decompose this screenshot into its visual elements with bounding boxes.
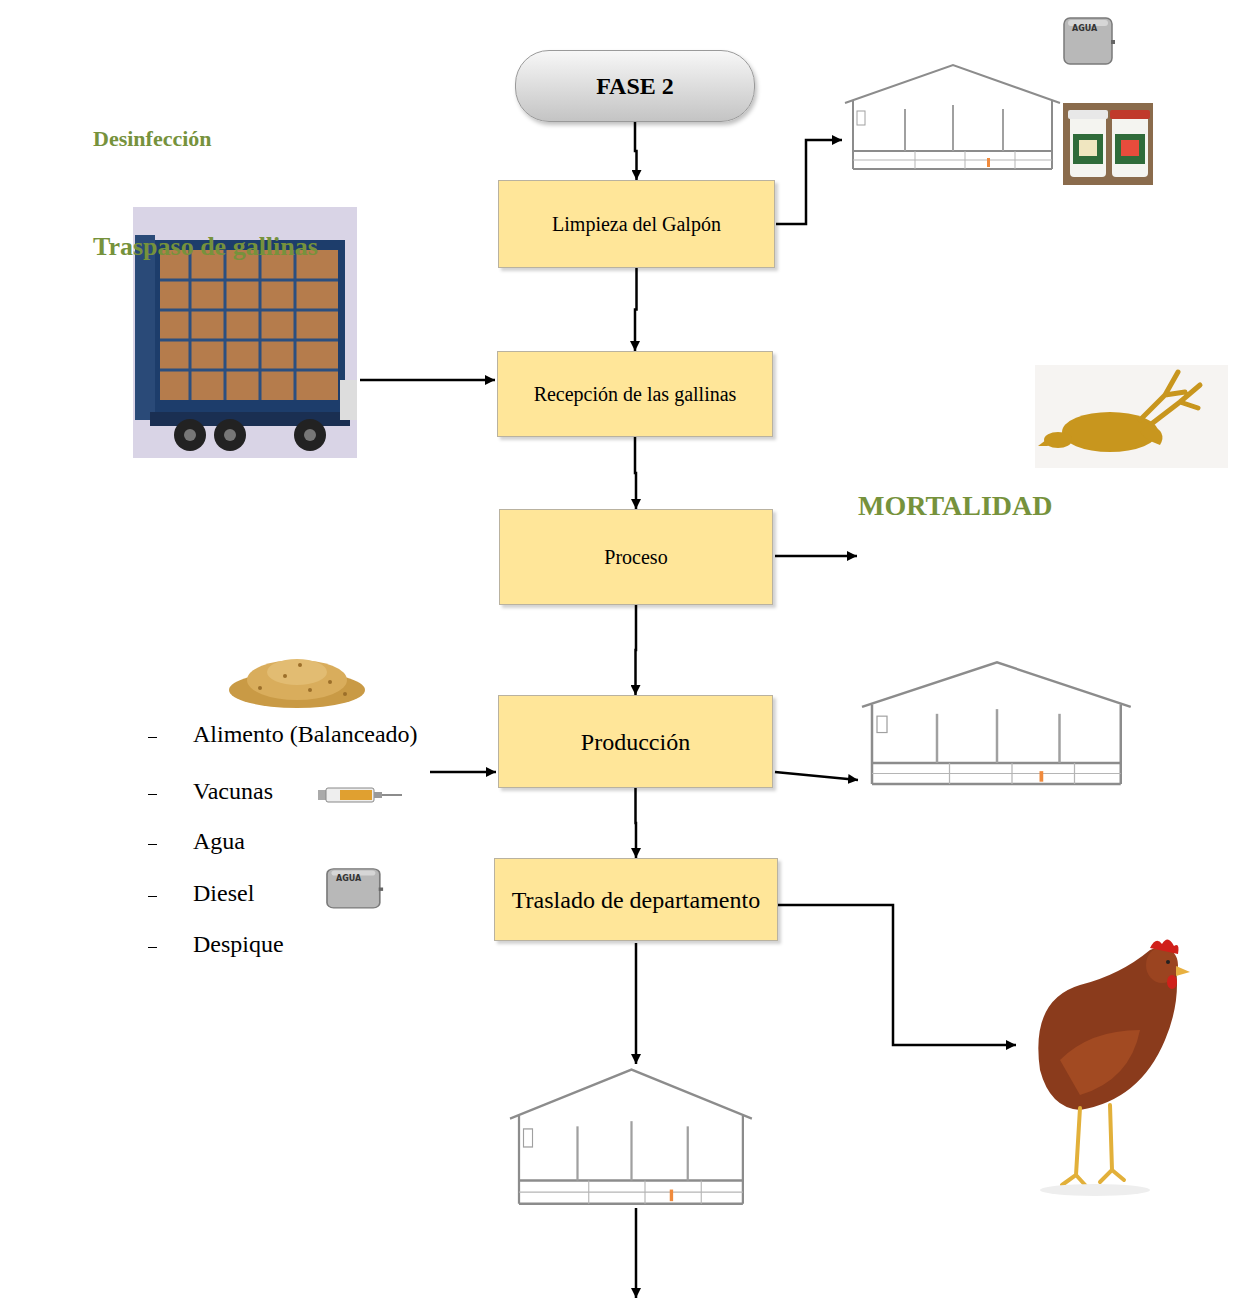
section-label: Desinfección — [93, 126, 212, 151]
node-text: Recepción de las gallinas — [534, 382, 737, 407]
list-bullet — [148, 896, 157, 897]
input-item: Alimento (Balanceado) — [193, 721, 418, 749]
output-label: MORTALIDAD — [858, 490, 1053, 522]
tank-label: AGUA — [1072, 24, 1097, 33]
process-box: Limpieza del Galpón — [498, 180, 775, 268]
syringe-icon — [318, 788, 402, 802]
galpon-illustration — [845, 65, 1060, 169]
section-label: Traspaso de gallinas — [93, 232, 318, 262]
input-item: Vacunas — [193, 778, 273, 806]
list-bullet — [148, 794, 157, 795]
flow-arrow — [635, 268, 637, 351]
process-box: Traslado de departamento — [494, 858, 778, 941]
disinfectant-bottles — [1063, 103, 1153, 185]
list-bullet — [148, 844, 157, 845]
flow-arrow — [635, 437, 636, 509]
galpon-illustration — [862, 662, 1131, 784]
water-tank-icon — [1064, 18, 1115, 64]
node-text: Limpieza del Galpón — [552, 212, 721, 237]
node-text: FASE 2 — [596, 71, 674, 101]
flow-arrow — [634, 788, 637, 858]
hen-illustration — [1038, 939, 1190, 1196]
node-text: Producción — [581, 727, 690, 757]
dead-hen-icon — [1035, 365, 1228, 468]
phase-terminal: FASE 2 — [515, 50, 755, 122]
input-item: Agua — [193, 828, 245, 856]
flow-arrow — [635, 122, 637, 180]
node-text: Traslado de departamento — [512, 885, 760, 915]
input-item: Despique — [193, 931, 284, 959]
process-box: Recepción de las gallinas — [497, 351, 773, 437]
water-tank-icon — [327, 869, 383, 908]
list-bullet — [148, 947, 157, 948]
galpon-illustration — [510, 1070, 752, 1204]
list-bullet — [148, 737, 157, 738]
feed-pile-icon — [229, 659, 365, 708]
flow-arrow — [634, 605, 637, 695]
process-box: Proceso — [499, 509, 773, 605]
node-text: Proceso — [604, 545, 667, 570]
flow-arrows — [360, 140, 1016, 1298]
input-item: Diesel — [193, 880, 254, 908]
tank-label: AGUA — [336, 874, 361, 883]
process-box: Producción — [498, 695, 773, 788]
